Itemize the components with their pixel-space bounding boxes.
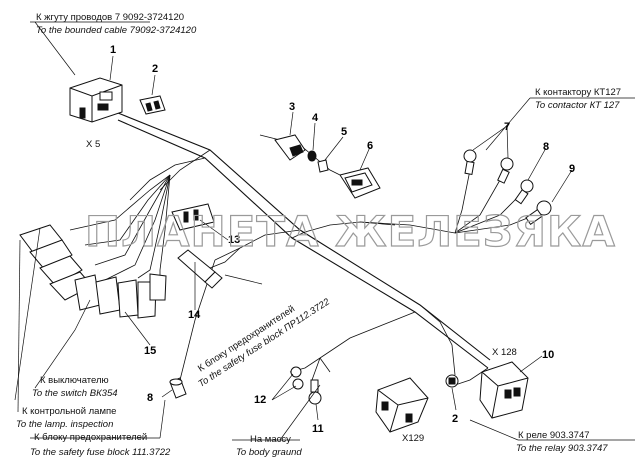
callout-6: 6	[367, 140, 373, 152]
callout-2-lower: 2	[452, 413, 458, 425]
callout-13: 13	[228, 234, 240, 246]
callout-10: 10	[542, 349, 554, 361]
ref-x5: X 5	[86, 139, 100, 150]
label-contactor-en: To contactor КТ 127	[535, 100, 620, 111]
callout-11: 11	[312, 423, 324, 435]
part-14-fuse-holder	[177, 249, 223, 289]
part-8-lower-terminal	[169, 377, 187, 399]
part-7-ring-terminals	[463, 149, 514, 184]
label-switch-en: To the switch ВК354	[32, 388, 118, 399]
connector-x129	[375, 377, 429, 433]
label-bundle-ru: К жгуту проводов 7 9092-3724120	[36, 12, 184, 23]
branch-part-3-6	[259, 134, 351, 181]
part-8-upper-terminal	[514, 179, 534, 205]
callout-8-lower: 8	[147, 392, 153, 404]
callout-3: 3	[289, 101, 295, 113]
callout-15: 15	[144, 345, 156, 357]
label-contactor-ru: К контактору КТ127	[535, 87, 621, 98]
leader-lines	[14, 21, 635, 441]
part-2-lower-terminal	[445, 374, 459, 388]
harness-trunk	[117, 112, 491, 386]
part-15-connectors	[19, 224, 167, 319]
part-12-ring-terminals	[290, 366, 304, 390]
label-fuse-pr-ru: К блоку предохранителей	[196, 304, 297, 375]
label-lamp-en: To the lamp. inspection	[16, 419, 113, 430]
callout-9: 9	[569, 163, 575, 175]
watermark: ПЛАНЕТА ЖЕЛЕЗЯКА	[85, 207, 616, 256]
label-lamp-ru: К контрольной лампе	[22, 406, 116, 417]
part-5-terminal	[317, 159, 329, 173]
label-fuseblock-ru: К блоку предохранителей	[34, 432, 147, 443]
callout-5: 5	[341, 126, 347, 138]
callout-8-upper: 8	[543, 141, 549, 153]
callout-2-upper: 2	[152, 63, 158, 75]
branch-fuse-14	[204, 247, 241, 271]
callout-14: 14	[188, 309, 201, 321]
label-mass-en: To body graund	[236, 447, 302, 458]
callout-12: 12	[254, 394, 266, 406]
part-3-connector	[274, 134, 306, 161]
label-switch-ru: К выключателю	[40, 375, 109, 386]
part-10-connector-x128	[479, 361, 529, 419]
part-2-upper-terminal	[139, 95, 166, 115]
ref-x128: X 128	[492, 347, 517, 358]
label-mass-ru: На массу	[250, 434, 291, 445]
branch-connectors-15	[69, 174, 171, 281]
part-4-seal	[307, 150, 317, 162]
label-fuse-pr-en: To the safety fuse block ПР112.3722	[196, 296, 332, 390]
label-fuseblock-en: To the safety fuse block 111.3722	[30, 447, 171, 458]
ref-x129: X129	[402, 433, 424, 444]
callout-4: 4	[312, 112, 319, 124]
part-6-connector	[339, 167, 381, 199]
label-relay-ru: К реле 903.3747	[518, 430, 590, 441]
label-fuse-pr-group: К блоку предохранителей To the safety fu…	[196, 296, 332, 390]
part-1-connector-x5	[69, 77, 123, 123]
part-9-ring-terminal	[525, 200, 552, 225]
label-relay-en: To the relay 903.3747	[516, 443, 608, 454]
callout-1: 1	[110, 44, 116, 56]
label-bundle-en: To the bounded cable 79092-3724120	[36, 25, 197, 36]
callout-7: 7	[504, 121, 510, 133]
part-13-connector	[171, 203, 215, 231]
